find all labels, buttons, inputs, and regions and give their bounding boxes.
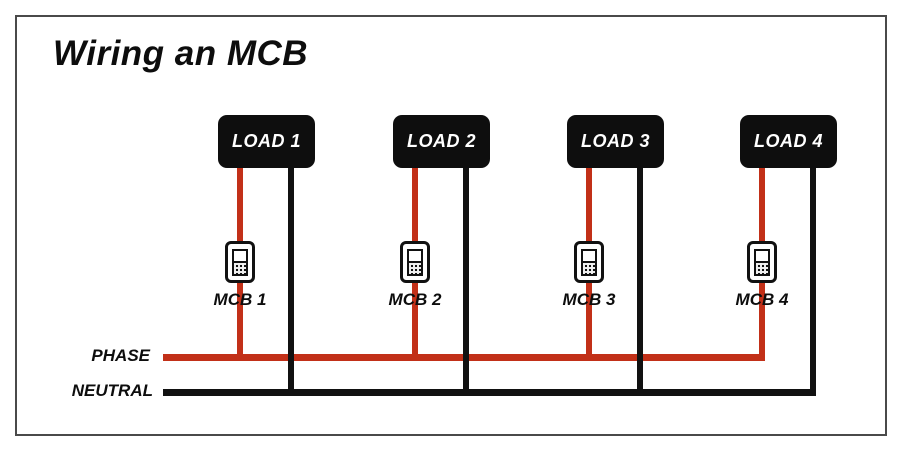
mcb-breaker-icon [747,241,777,283]
circuit-1: LOAD 1 MCB 1 [214,0,315,450]
neutral-wire [288,165,294,396]
mcb-breaker-icon [225,241,255,283]
diagram-frame [15,15,887,436]
phase-wire-upper [237,165,243,243]
phase-wire-lower [237,281,243,361]
circuit-4: LOAD 4 MCB 4 [736,0,837,450]
mcb-dots-icon [756,260,768,274]
mcb-label: MCB 4 [735,290,789,309]
phase-wire-lower [586,281,592,361]
mcb-dots-icon [409,260,421,274]
phase-wire-upper [759,165,765,243]
phase-wire-lower [412,281,418,361]
circuit-3: LOAD 3 MCB 3 [563,0,664,450]
mcb-breaker-icon [574,241,604,283]
mcb-label: MCB 2 [388,290,442,309]
circuit-2: LOAD 2 MCB 2 [389,0,490,450]
neutral-wire [463,165,469,396]
mcb-switch-icon [754,248,770,276]
phase-wire-upper [586,165,592,243]
mcb-label: MCB 3 [562,290,616,309]
phase-label: PHASE [91,346,150,365]
mcb-label: MCB 1 [213,290,267,309]
load-box: LOAD 2 [393,115,490,168]
mcb-switch-icon [581,248,597,276]
load-label: LOAD 3 [580,131,650,151]
diagram-title: Wiring an MCB [53,34,309,73]
neutral-bus-line [163,389,816,396]
phase-wire-upper [412,165,418,243]
load-box: LOAD 1 [218,115,315,168]
mcb-switch-icon [232,248,248,276]
load-label: LOAD 4 [753,131,823,151]
mcb-dots-icon [234,260,246,274]
neutral-label: NEUTRAL [71,381,153,400]
load-label: LOAD 1 [231,131,301,151]
load-label: LOAD 2 [406,131,476,151]
mcb-breaker-icon [400,241,430,283]
phase-wire-lower [759,281,765,361]
mcb-switch-icon [407,248,423,276]
neutral-wire [810,165,816,396]
load-box: LOAD 3 [567,115,664,168]
load-box: LOAD 4 [740,115,837,168]
mcb-dots-icon [583,260,595,274]
neutral-wire [637,165,643,396]
